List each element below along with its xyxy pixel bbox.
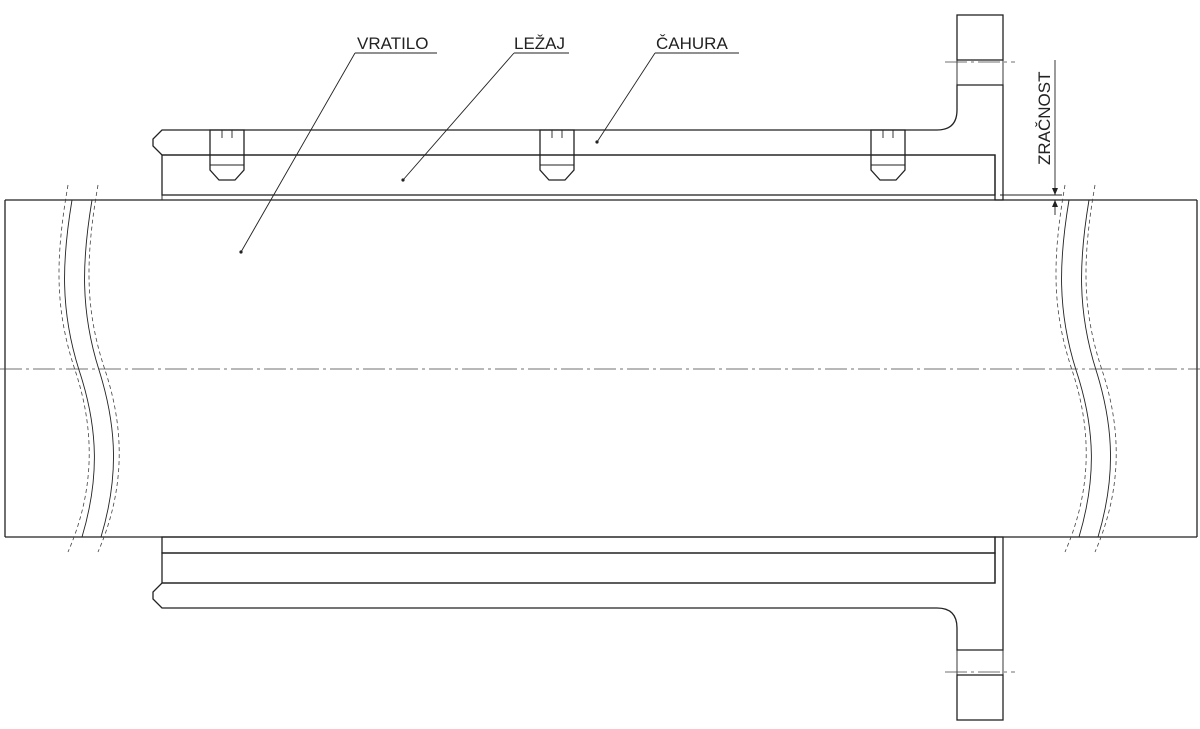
set-screw-3	[870, 129, 906, 181]
set-screw-1	[209, 129, 245, 181]
label-cahura: ČAHURA	[656, 34, 728, 53]
sleeve-top	[152, 14, 1004, 201]
label-vratilo: VRATILO	[357, 34, 428, 53]
label-lezaj: LEŽAJ	[514, 34, 565, 53]
set-screw-2	[539, 129, 575, 181]
shaft	[4, 184, 1198, 553]
clearance-dimension	[1000, 60, 1062, 215]
label-zracnost: ZRAČNOST	[1035, 72, 1054, 166]
bearing-top	[161, 154, 996, 200]
bearing-bottom	[161, 536, 996, 584]
centerlines	[0, 61, 1200, 673]
leader-lines	[239, 52, 739, 254]
sleeve-bottom	[152, 536, 1004, 721]
